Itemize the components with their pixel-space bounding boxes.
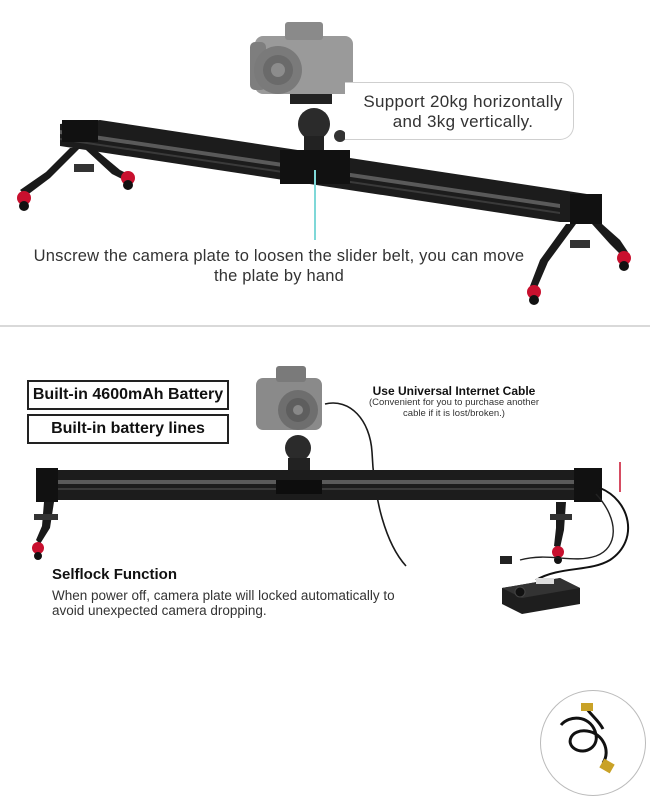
- camera-icon: [256, 366, 322, 430]
- camera-cable: [324, 402, 407, 567]
- top-product-panel: Support 20kg horizontally and 3kg vertic…: [0, 0, 650, 322]
- support-callout-bubble: [345, 82, 574, 140]
- right-leg-icon: [527, 224, 631, 305]
- left-leg-icon: [32, 502, 58, 560]
- selflock-text: When power off, camera plate will locked…: [52, 588, 395, 618]
- battery-lines-label-box: Built-in battery lines: [27, 414, 229, 444]
- panel-divider: [0, 325, 650, 327]
- camera-icon: [250, 22, 353, 94]
- controller-box-icon: [500, 556, 580, 614]
- ethernet-cable-icon: [559, 703, 615, 774]
- bottom-product-panel: Built-in 4600mAh Battery Built-in batter…: [0, 332, 650, 796]
- left-leg-icon: [17, 148, 135, 211]
- slider-illustration-bottom: [32, 366, 629, 614]
- right-leg-icon: [550, 502, 572, 564]
- support-callout-text: Support 20kg horizontally and 3kg vertic…: [363, 92, 563, 131]
- controller-cable-2: [519, 493, 614, 561]
- cable-detail-circle: [540, 690, 646, 796]
- battery-label-box: Built-in 4600mAh Battery: [27, 380, 229, 410]
- controller-cable: [535, 487, 629, 581]
- slider-rail-icon: [36, 468, 602, 502]
- slider-illustration-top: [17, 22, 631, 305]
- selflock-title: Selflock Function: [52, 566, 178, 583]
- cable-note: (Convenient for you to purchase another …: [368, 397, 540, 419]
- slider-rail-icon: [60, 120, 602, 224]
- plate-caption: Unscrew the camera plate to loosen the s…: [33, 247, 525, 285]
- cable-title: Use Universal Internet Cable: [372, 384, 536, 398]
